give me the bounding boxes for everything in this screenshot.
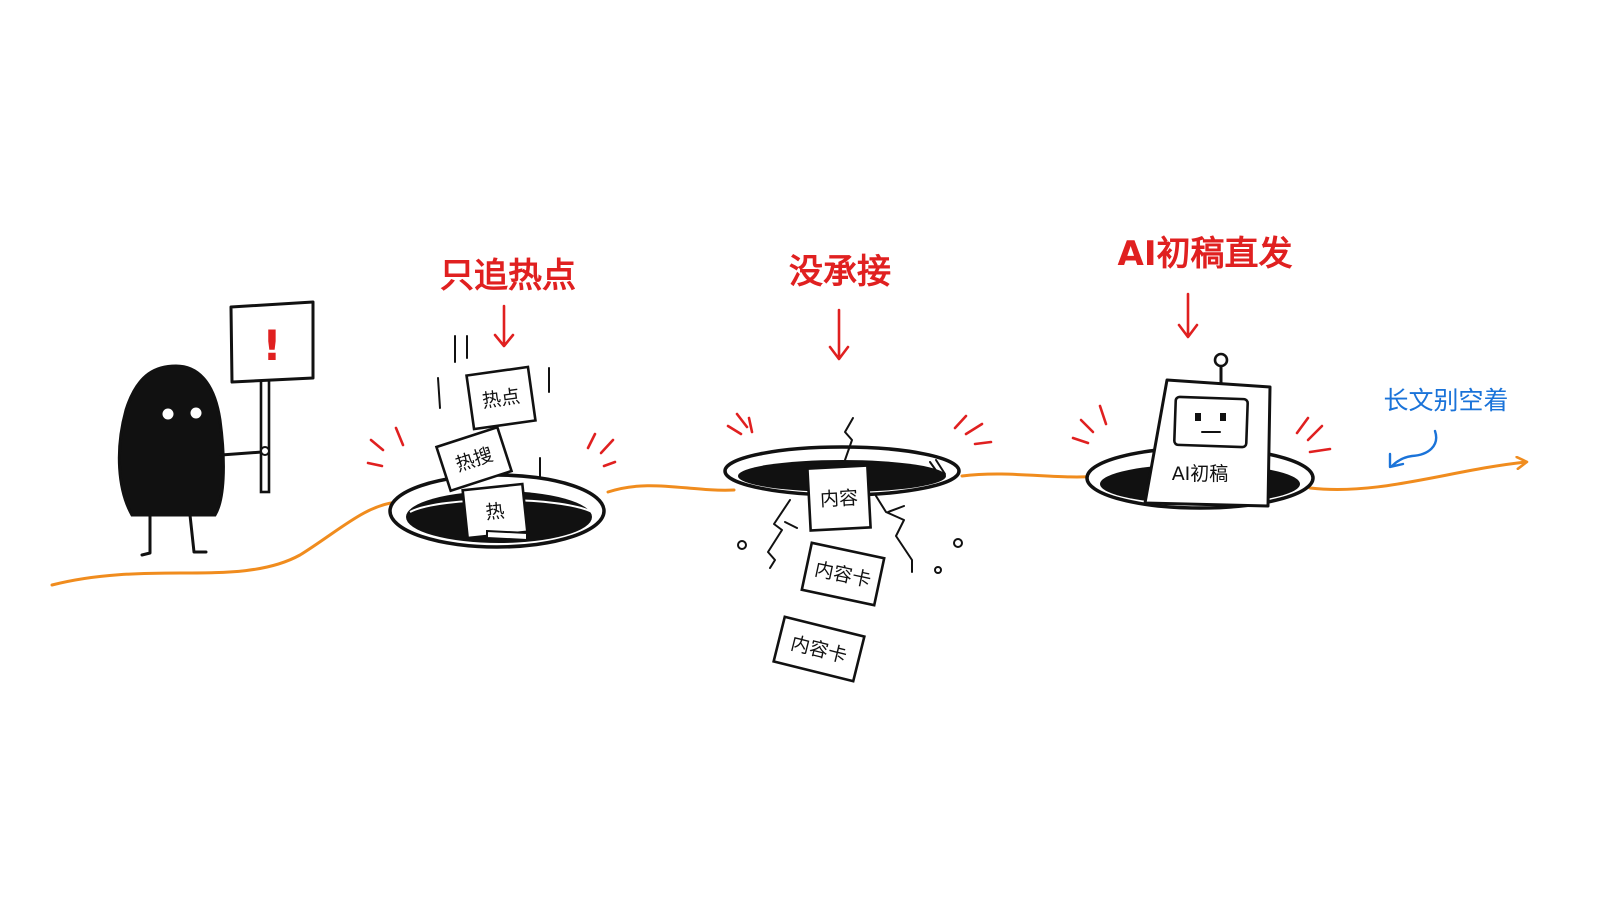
impact-lines-left (1071, 404, 1108, 445)
annotation-text: 长文别空着 (1383, 386, 1508, 415)
antenna-icon (1213, 352, 1229, 368)
robot-face (1173, 395, 1249, 449)
hot-card-1: 热点 (465, 365, 537, 431)
robot-label: AI初稿 (1172, 463, 1229, 485)
ground-cracks (737, 417, 963, 574)
svg-text:热: 热 (484, 500, 505, 524)
warning-sign: ! (229, 300, 315, 494)
pitfall-ai-draft: AI初稿直发 AI初稿 (1071, 234, 1332, 510)
impact-lines-left (366, 426, 405, 468)
pitfall-label-ai-draft: AI初稿直发 (1118, 234, 1293, 274)
svg-text:热点: 热点 (481, 385, 522, 412)
pitfall-hot-topics: 只追热点 热 热搜 热点 (366, 256, 617, 549)
svg-text:内容: 内容 (819, 487, 858, 511)
journey-path (50, 462, 1526, 587)
impact-lines-left (726, 412, 754, 436)
hot-card-3: 热 (461, 482, 529, 540)
hot-card-2: 热搜 (434, 425, 514, 493)
pitfall-label-hot-topics: 只追热点 (440, 256, 576, 296)
content-card-1: 内容 (806, 464, 872, 532)
left-eye (162, 408, 174, 420)
impact-lines-right (953, 414, 993, 446)
content-card-2: 内容卡 (800, 541, 886, 607)
content-card-3: 内容卡 (772, 615, 866, 683)
black-character (117, 364, 264, 557)
annotation: 长文别空着 (1383, 386, 1509, 469)
impact-lines-right (586, 432, 617, 468)
exclamation-icon: ! (262, 321, 281, 370)
pitfall-label-no-follow-up: 没承接 (789, 252, 891, 292)
pitfall-no-follow-up: 没承接 内容 内容卡 (723, 252, 993, 683)
right-eye (190, 407, 202, 419)
curved-arrow-icon (1388, 429, 1438, 469)
robot: AI初稿 (1143, 352, 1272, 508)
impact-lines-right (1295, 416, 1332, 454)
